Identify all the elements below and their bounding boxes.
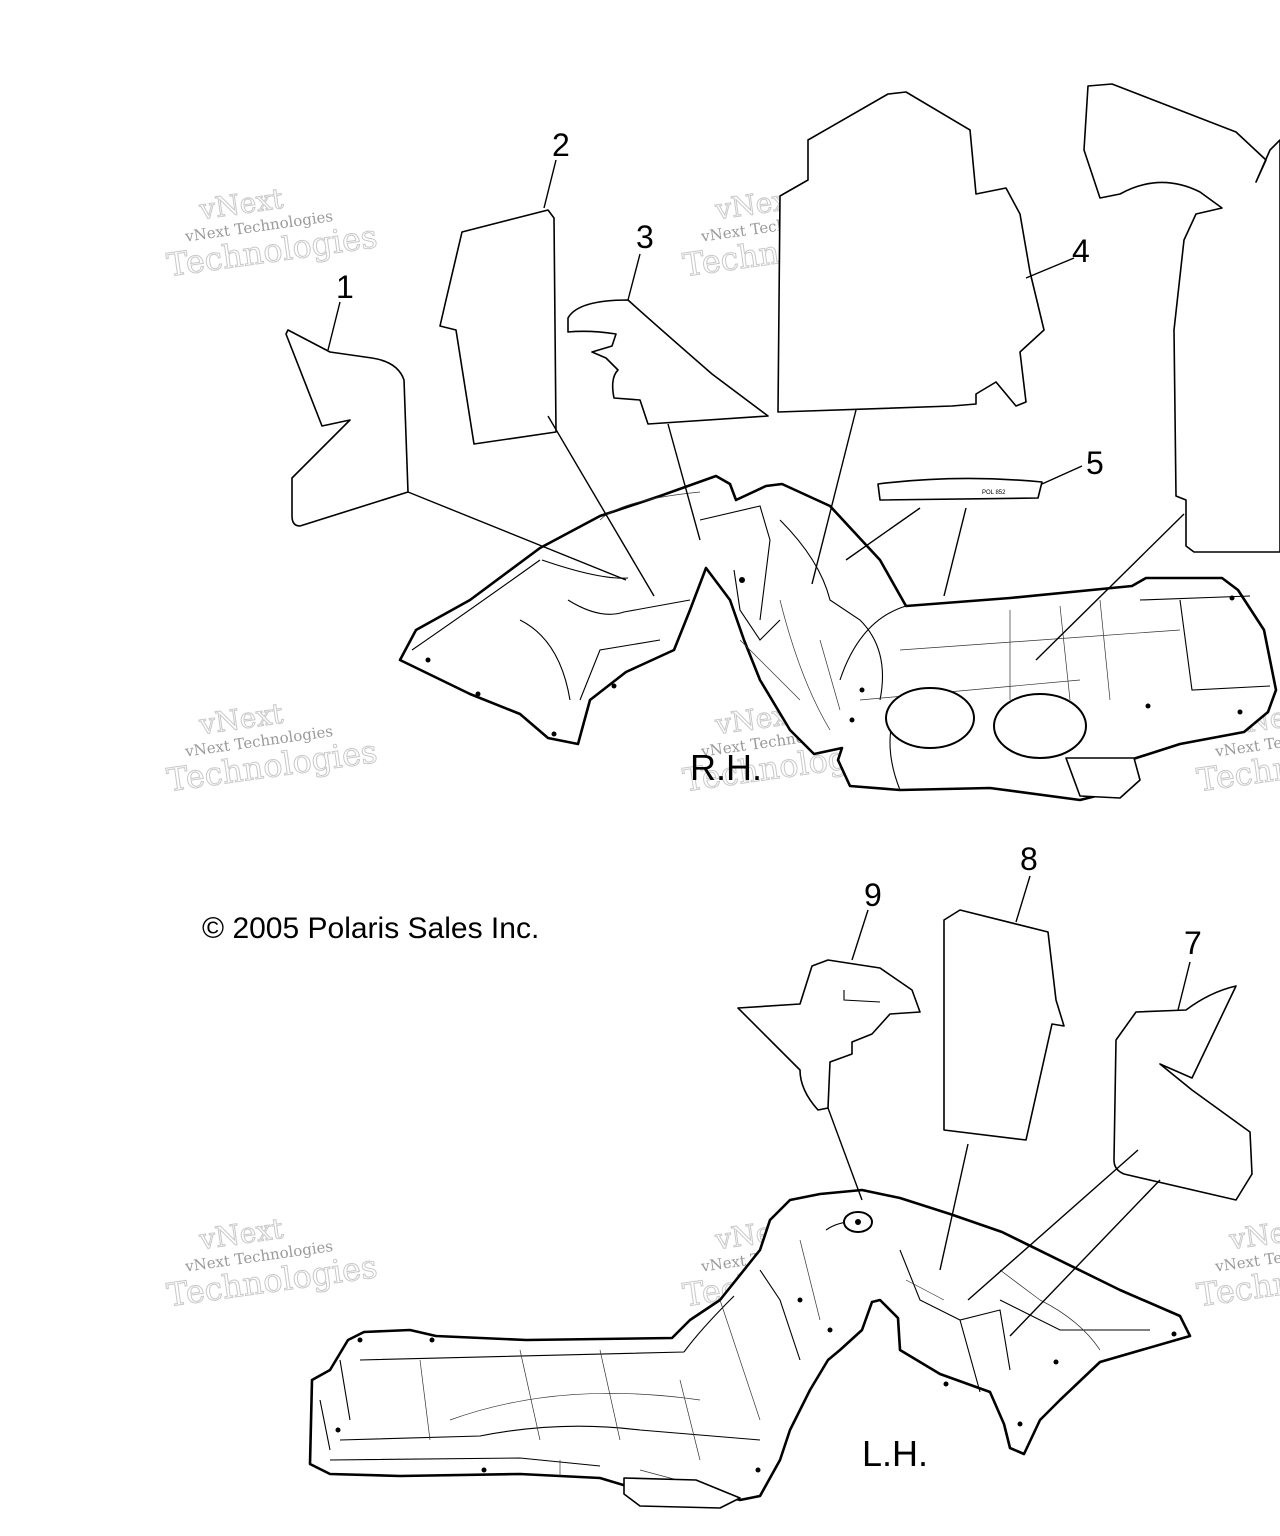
lh-body-detail	[319, 1221, 1150, 1467]
lh-assembly: 9 8 7 L.H.	[308, 841, 1253, 1509]
lh-leaders	[827, 875, 1191, 1337]
part-9-detail	[843, 990, 881, 1003]
part-7-pad	[1113, 985, 1253, 1201]
part-4-pad	[777, 91, 1045, 413]
part-6-pad	[1083, 83, 1280, 553]
rh-footwell	[1065, 757, 1141, 799]
part-3-pad	[567, 299, 769, 425]
callout-2: 2	[552, 127, 570, 163]
callout-8: 8	[1020, 841, 1038, 877]
watermark: vNext vNext Technologies Technologies	[164, 1211, 380, 1315]
rh-body-detail-fine	[599, 491, 1181, 731]
part-1-pad	[285, 329, 409, 527]
watermark: vNext vNext Technologies Technologies	[1194, 1211, 1280, 1315]
watermark: vNext vNext Technologies Technologies	[164, 181, 380, 285]
callout-5: 5	[1086, 445, 1104, 481]
callout-1: 1	[336, 269, 354, 305]
watermark: vNext vNext Technologies Technologies	[164, 696, 380, 800]
rh-label: R.H.	[690, 747, 762, 788]
lh-fasteners	[335, 1297, 1177, 1473]
callout-7: 7	[1184, 925, 1202, 961]
rh-assembly: POL 852	[285, 83, 1280, 802]
rh-fasteners	[425, 577, 1243, 737]
rh-leaders	[327, 159, 1185, 661]
callout-9: 9	[864, 877, 882, 913]
rh-body-detail	[411, 505, 1271, 791]
copyright-text: © 2005 Polaris Sales Inc.	[202, 912, 539, 945]
callout-4: 4	[1072, 233, 1090, 269]
part-5-decal-text: POL 852	[982, 490, 1006, 496]
rh-hole-right	[993, 693, 1087, 759]
lh-body-panel	[308, 1188, 1192, 1502]
part-9-pad	[737, 959, 921, 1111]
callout-3: 3	[636, 219, 654, 255]
part-5-decal	[877, 477, 1043, 501]
part-8-pad	[943, 909, 1065, 1141]
lh-body-detail-fine	[419, 1239, 1101, 1487]
lh-latch-inner	[855, 1219, 861, 1225]
rh-hole-left	[885, 687, 975, 749]
lh-footwell	[623, 1477, 741, 1509]
lh-label: L.H.	[862, 1433, 928, 1474]
part-2-pad	[439, 209, 557, 445]
